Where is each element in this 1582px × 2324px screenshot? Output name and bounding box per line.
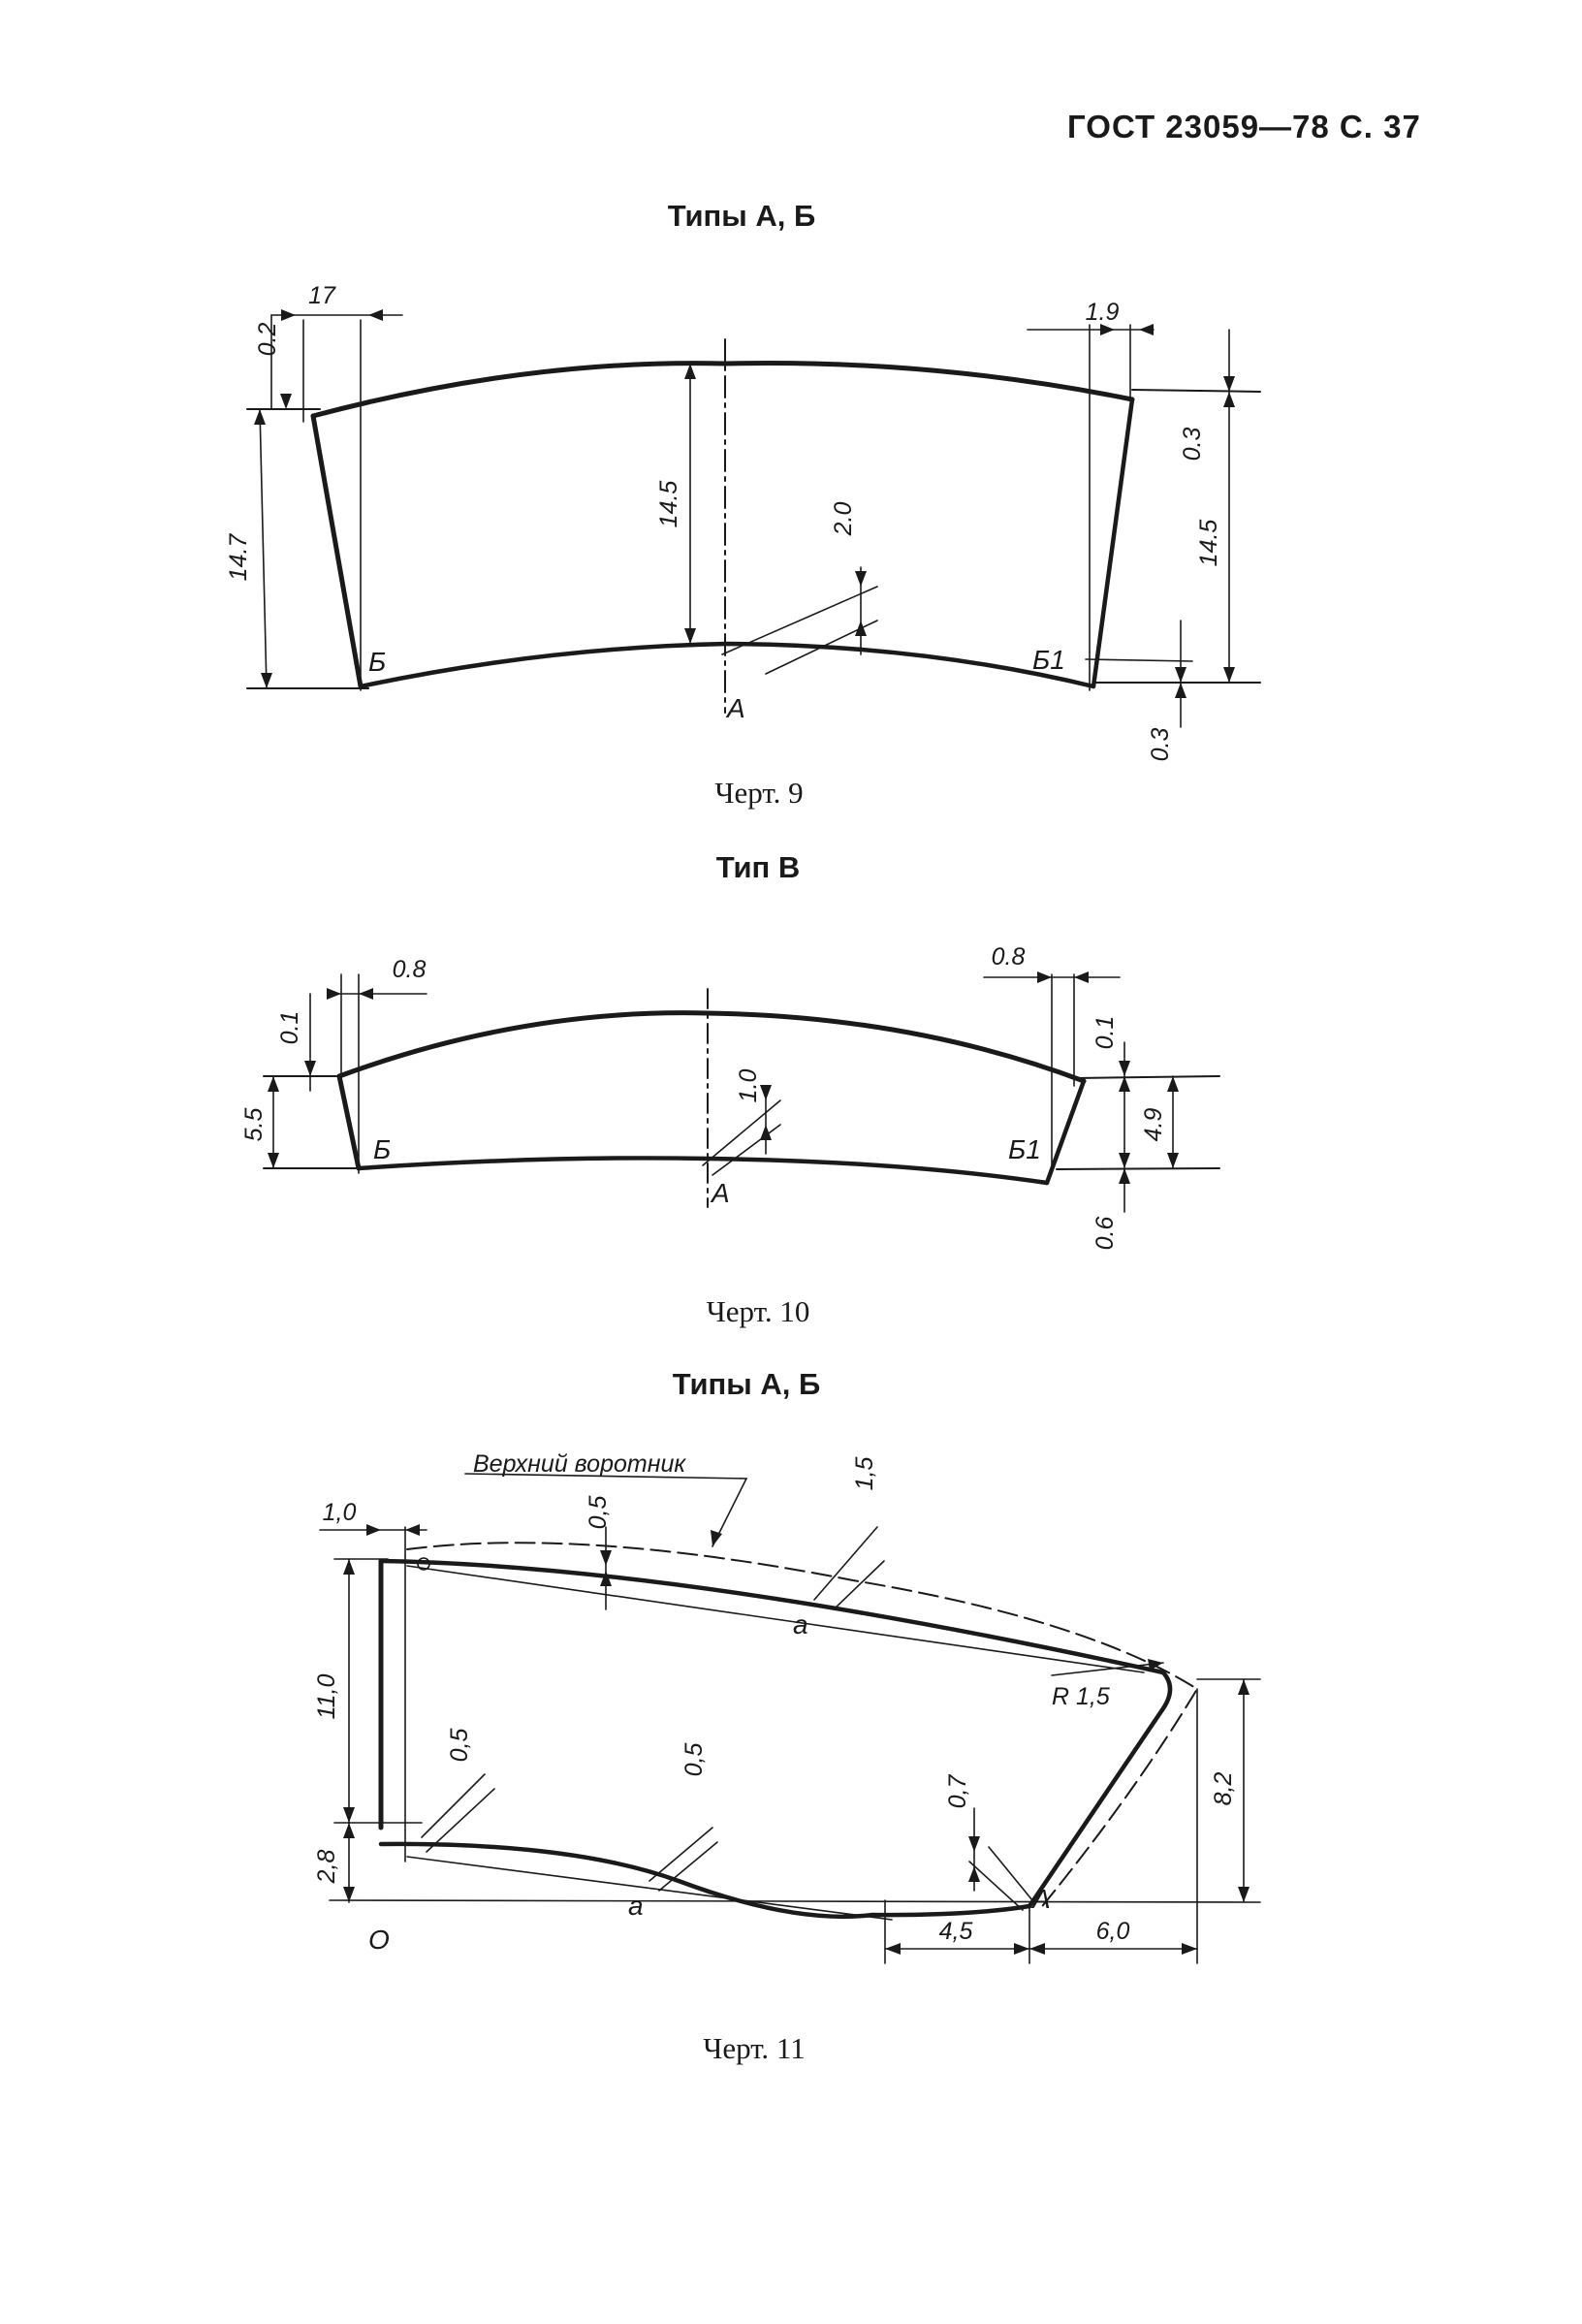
fig10-dim-left-width: 0.8 bbox=[393, 956, 427, 983]
fig11-dim-bottom-left-length: 4,5 bbox=[939, 1918, 973, 1945]
fig11-point-a-top: а bbox=[793, 1609, 808, 1640]
fig9-dim-right-height: 14.5 bbox=[1195, 520, 1222, 567]
fig11-dim-top-slant: 1,5 bbox=[851, 1457, 878, 1491]
fig9-dim-right-width: 1.9 bbox=[1086, 299, 1120, 326]
figure-9-drawing: 17 1.9 0.2 0.3 14.7 14.5 14.5 2.0 0.3 Б … bbox=[225, 282, 1261, 762]
fig10-dim-bottom-right-offset: 0.6 bbox=[1092, 1217, 1119, 1251]
fig10-dim-left-height: 5.5 bbox=[240, 1108, 268, 1142]
fig10-dim-right-height: 4.9 bbox=[1140, 1108, 1167, 1142]
figure-11-title: Типы А, Б bbox=[672, 1367, 821, 1401]
fig9-dim-bottom-right-offset: 0.3 bbox=[1147, 728, 1174, 762]
figure-10-drawing: 0.8 0.8 0.1 0.1 5.5 1.0 4.9 0.6 Б Б1 А bbox=[240, 943, 1220, 1250]
fig11-point-O: О bbox=[368, 1925, 390, 1955]
fig11-note-upper-collar: Верхний воротник bbox=[473, 1450, 686, 1478]
fig11-dim-height: 11,0 bbox=[313, 1674, 340, 1720]
fig11-dim-bottom-notch-left: 0,5 bbox=[446, 1729, 473, 1763]
fig11-dim-right-notch: 0,7 bbox=[944, 1774, 971, 1809]
fig11-dim-radius: R 1,5 bbox=[1052, 1683, 1110, 1710]
fig10-point-b1: Б1 bbox=[1008, 1134, 1041, 1164]
figure-10-title: Тип В bbox=[715, 850, 801, 884]
figure-9-title: Типы А, Б bbox=[667, 199, 816, 233]
fig9-point-b1: Б1 bbox=[1032, 645, 1065, 675]
fig10-dim-top-left-offset: 0.1 bbox=[276, 1011, 303, 1045]
fig9-point-b: Б bbox=[368, 647, 386, 677]
fig9-dim-left-width: 17 bbox=[308, 282, 336, 309]
figure-10-caption: Черт. 10 bbox=[706, 1294, 810, 1328]
fig10-point-a: А bbox=[710, 1178, 730, 1208]
figure-11-drawing: Верхний воротник 1,0 0,5 1,5 11,0 R 1,5 … bbox=[313, 1450, 1261, 1964]
fig11-dim-right-height: 8,2 bbox=[1210, 1772, 1237, 1806]
fig9-dim-notch: 2.0 bbox=[830, 502, 857, 537]
page-header: ГОСТ 23059—78 С. 37 bbox=[1067, 109, 1421, 144]
figure-11-caption: Черт. 11 bbox=[703, 2031, 806, 2065]
fig11-dim-left-offset: 1,0 bbox=[323, 1499, 357, 1526]
fig10-point-b: Б bbox=[373, 1134, 391, 1164]
fig9-dim-center-height: 14.5 bbox=[655, 481, 682, 528]
fig11-dim-bottom-notch-mid: 0,5 bbox=[680, 1743, 708, 1777]
fig10-dim-notch: 1.0 bbox=[735, 1069, 762, 1103]
fig11-point-A: А bbox=[1030, 1884, 1051, 1914]
fig9-dim-top-right-offset: 0.3 bbox=[1179, 428, 1206, 462]
figure-9-caption: Черт. 9 bbox=[714, 776, 804, 810]
fig11-dim-bottom-offset: 2,8 bbox=[313, 1850, 340, 1885]
fig10-dim-top-right-offset: 0.1 bbox=[1092, 1016, 1119, 1050]
fig11-dim-bottom-right-length: 6,0 bbox=[1096, 1918, 1130, 1945]
fig10-dim-right-width: 0.8 bbox=[992, 943, 1026, 971]
fig11-point-a-bottom: а bbox=[628, 1891, 644, 1921]
fig11-dim-top-notch: 0,5 bbox=[585, 1496, 612, 1530]
fig9-dim-top-left-offset: 0.2 bbox=[254, 323, 281, 357]
fig9-point-a: А bbox=[725, 693, 745, 723]
fig9-dim-left-height: 14.7 bbox=[225, 533, 252, 582]
